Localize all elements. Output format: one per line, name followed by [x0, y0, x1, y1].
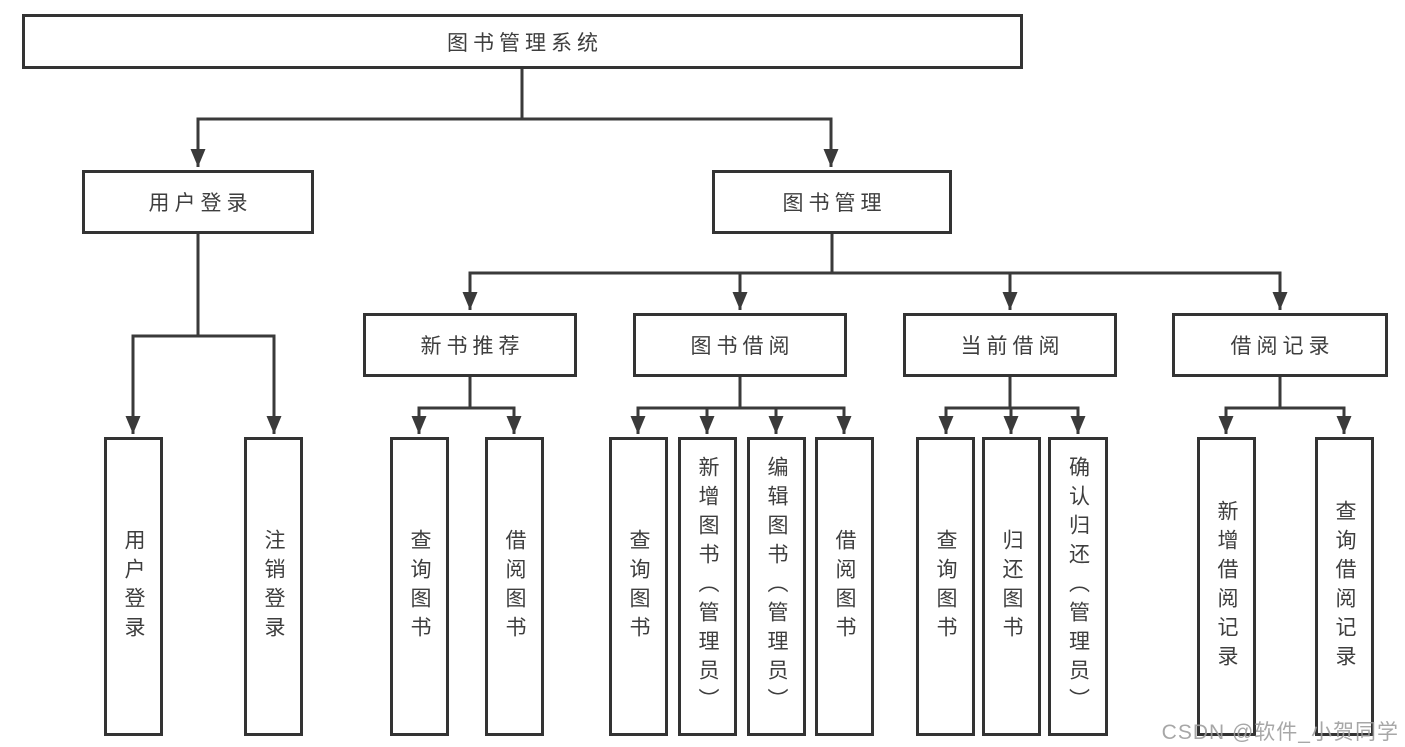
leaf-add-borrow-record: 新增借阅记录 [1197, 437, 1256, 736]
node-label: 当前借阅 [960, 335, 1065, 358]
node-library-management-system: 图书管理系统 [22, 14, 1023, 69]
leaf-label: 借阅图书 [833, 528, 856, 645]
node-label: 新书推荐 [420, 335, 525, 358]
leaf-label: 新增图书（管理员） [696, 456, 719, 717]
node-label: 图书管理 [782, 192, 887, 215]
leaf-label: 查询借阅记录 [1333, 499, 1356, 674]
leaf-query-books-recommend: 查询图书 [390, 437, 449, 736]
node-current-borrowing: 当前借阅 [903, 313, 1117, 377]
node-book-borrowing: 图书借阅 [633, 313, 847, 377]
node-user-login: 用户登录 [82, 170, 314, 234]
leaf-label: 新增借阅记录 [1215, 499, 1238, 674]
leaf-label: 归还图书 [1000, 528, 1023, 645]
leaf-borrow-books-borrowing: 借阅图书 [815, 437, 874, 736]
leaf-query-borrow-record: 查询借阅记录 [1315, 437, 1374, 736]
leaf-user-login: 用户登录 [104, 437, 163, 736]
node-label: 借阅记录 [1230, 335, 1335, 358]
leaf-add-book-admin: 新增图书（管理员） [678, 437, 737, 736]
leaf-label: 用户登录 [122, 528, 145, 645]
leaf-edit-book-admin: 编辑图书（管理员） [747, 437, 806, 736]
leaf-label: 查询图书 [934, 528, 957, 645]
leaf-confirm-return-admin: 确认归还（管理员） [1048, 437, 1108, 736]
leaf-label: 查询图书 [627, 528, 650, 645]
node-borrowing-records: 借阅记录 [1172, 313, 1388, 377]
node-book-management: 图书管理 [712, 170, 952, 234]
leaf-label: 查询图书 [408, 528, 431, 645]
node-label: 图书借阅 [690, 335, 795, 358]
leaf-logout-login: 注销登录 [244, 437, 303, 736]
node-new-book-recommendation: 新书推荐 [363, 313, 577, 377]
leaf-label: 编辑图书（管理员） [765, 456, 788, 717]
csdn-watermark: CSDN @软件_小贺同学 [1161, 721, 1399, 744]
leaf-label: 确认归还（管理员） [1066, 456, 1090, 717]
leaf-query-books-current: 查询图书 [916, 437, 975, 736]
leaf-query-books-borrowing: 查询图书 [609, 437, 668, 736]
leaf-label: 借阅图书 [503, 528, 526, 645]
leaf-return-books: 归还图书 [982, 437, 1041, 736]
leaf-label: 注销登录 [262, 528, 285, 645]
node-label: 用户登录 [148, 192, 253, 215]
node-label: 图书管理系统 [447, 31, 603, 55]
leaf-borrow-books-recommend: 借阅图书 [485, 437, 544, 736]
